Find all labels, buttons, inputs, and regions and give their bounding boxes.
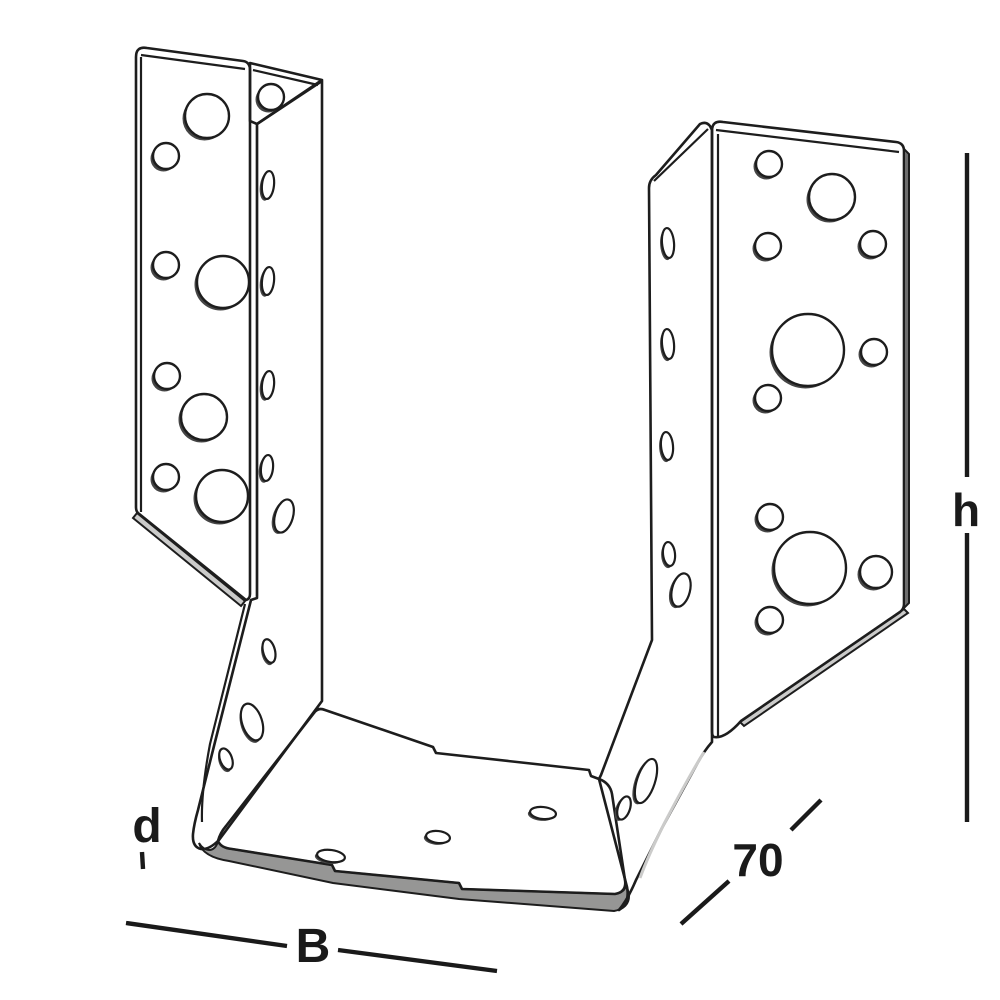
left-flange-hole: [179, 392, 229, 442]
left-side-slot-hole: [259, 453, 275, 483]
right-side-slot-holes: [614, 226, 692, 821]
right-side-slot-hole: [616, 795, 632, 821]
left-side-plate: [191, 61, 324, 851]
base-slot-hole: [424, 829, 452, 845]
base-under-edge-band: [198, 837, 631, 913]
right-flange: [710, 120, 910, 739]
base-slot-hole: [316, 848, 346, 864]
right-side-plate-face: [597, 121, 714, 912]
right-side-top-thickness: [653, 128, 709, 182]
base-top-face: [216, 707, 627, 896]
right-side-plate: [597, 121, 720, 912]
right-flange-hole: [772, 530, 848, 606]
dim-70-line-lower: [679, 879, 731, 926]
left-side-slot-hole: [260, 369, 276, 401]
left-flange-cut-sliver: [131, 511, 247, 608]
left-flange-hole: [151, 462, 181, 492]
dim-b-line-left: [125, 920, 288, 949]
right-flange-top-thickness: [715, 128, 900, 154]
base-slot-holes: [314, 805, 558, 864]
right-side-slot-hole: [660, 327, 676, 361]
dim-70-label: 70: [732, 834, 783, 886]
left-flange-hole: [195, 254, 251, 310]
left-top-corner-hole: [255, 82, 286, 113]
left-side-plate-face: [191, 79, 324, 851]
left-flange-hole: [194, 468, 250, 524]
left-side-slot-hole: [218, 747, 234, 771]
right-flange-hole: [858, 229, 888, 259]
right-side-slot-hole: [660, 226, 676, 260]
dim-d-label: d: [132, 800, 161, 853]
left-side-slot-hole: [260, 265, 276, 297]
right-side-slot-hole: [659, 430, 675, 462]
right-flange-hole: [753, 383, 783, 413]
dim-d-tick: [139, 851, 146, 870]
left-side-slot-hole: [261, 638, 277, 664]
left-side-slot-hole: [273, 498, 295, 534]
base-plate: [198, 707, 631, 913]
right-flange-edge-band: [903, 146, 910, 611]
right-flange-face: [710, 120, 906, 739]
left-flange-hole: [152, 361, 182, 391]
left-top-corner-hole: [256, 82, 286, 112]
left-side-slot-hole: [260, 169, 276, 201]
left-flange-holes: [150, 92, 251, 525]
left-side-slot-hole: [239, 702, 265, 742]
right-flange-hole: [755, 502, 785, 532]
right-side-slot-hole: [661, 540, 677, 568]
right-flange-hole: [755, 605, 785, 635]
base-slot-hole: [528, 805, 558, 821]
left-bend-inner-line: [200, 603, 247, 823]
left-flange-hole: [183, 92, 231, 140]
right-flange-hole: [858, 554, 894, 590]
dim-70-line-upper: [789, 798, 823, 832]
right-bend-highlight: [638, 751, 706, 879]
left-flange-hole: [151, 141, 181, 171]
right-flange-hole: [754, 149, 784, 179]
right-side-slot-hole: [670, 572, 692, 608]
right-flange-hole: [753, 231, 783, 261]
dim-h-label: h: [952, 484, 980, 536]
right-flange-hole: [770, 312, 846, 388]
left-wedge-top-thickness: [252, 68, 319, 87]
left-side-slot-holes: [218, 169, 295, 773]
dimension-annotations: B d 70 h: [125, 153, 980, 974]
left-flange-top-thickness: [140, 53, 246, 71]
right-flange-hole: [807, 172, 857, 222]
left-flange-face: [134, 46, 252, 602]
right-side-slot-hole: [633, 757, 659, 805]
left-flange: [131, 46, 319, 608]
right-flange-hole: [859, 337, 889, 367]
dim-b-label: B: [296, 920, 331, 973]
right-flange-holes: [752, 149, 894, 636]
left-flange-hole: [151, 250, 181, 280]
dim-b-line-right: [337, 947, 498, 974]
